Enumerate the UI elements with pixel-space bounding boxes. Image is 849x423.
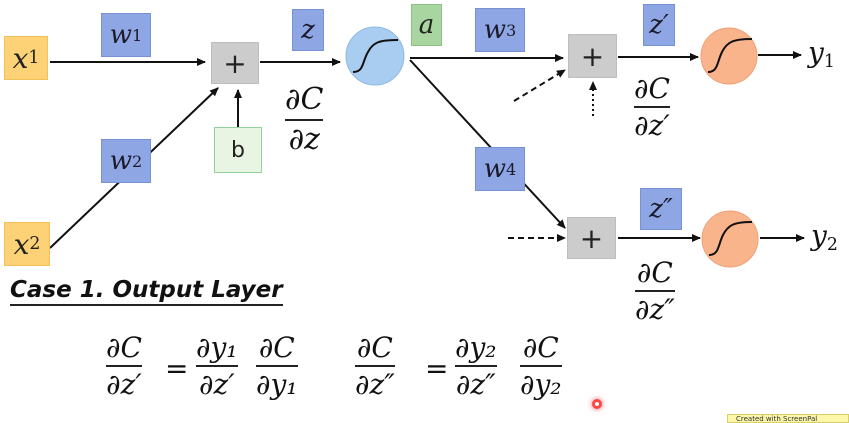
- fraction-bar: [635, 290, 675, 293]
- fraction-denominator: ∂z: [288, 121, 320, 157]
- output-y1: y1: [808, 36, 835, 72]
- fraction-bar: [455, 365, 497, 368]
- fraction-denominator: ∂z″: [635, 293, 675, 327]
- eq2-term2: ∂C ∂y₂: [520, 333, 562, 400]
- weight-w4-symbol: w: [483, 154, 506, 184]
- fraction-bar: [634, 106, 670, 109]
- fraction-denominator: ∂y₂: [520, 368, 562, 402]
- z-label-text: z: [301, 15, 315, 45]
- fraction-numerator: ∂C: [522, 331, 559, 364]
- plus-icon: +: [223, 46, 247, 80]
- fraction-bar: [520, 365, 562, 368]
- fraction-denominator: ∂y₁: [256, 368, 298, 402]
- cursor-pointer-icon: [592, 399, 602, 409]
- sum-node-output-2: +: [567, 217, 616, 259]
- fraction-numerator: ∂C: [636, 256, 673, 289]
- recorder-tooltip: Created with ScreenPal: [727, 414, 849, 423]
- sum-node-output-1: +: [568, 34, 617, 78]
- gradient-dC-dz: ∂C ∂z: [285, 82, 324, 157]
- sigmoid-icon: [707, 38, 753, 73]
- fraction-numerator: ∂y₁: [196, 331, 238, 364]
- hidden-neuron: [345, 26, 405, 86]
- fraction-numerator: ∂C: [106, 331, 142, 364]
- eq1-term2: ∂C ∂y₁: [256, 333, 298, 400]
- weight-w1-symbol: w: [109, 20, 132, 50]
- fraction-denominator: ∂z″: [455, 368, 496, 402]
- output-y2: y2: [811, 219, 838, 255]
- weight-w2-sub: 2: [132, 151, 143, 171]
- eq2-lhs: ∂C ∂z″: [355, 333, 395, 400]
- weight-w3-symbol: w: [483, 15, 506, 45]
- input-x2-symbol: x: [13, 227, 30, 261]
- fraction-numerator: ∂C: [634, 72, 670, 105]
- fraction-numerator: ∂C: [285, 82, 324, 117]
- z-label-hidden: z: [292, 9, 324, 51]
- input-x2-sub: 2: [29, 234, 41, 254]
- weight-w3-sub: 3: [506, 20, 517, 40]
- fraction-bar: [196, 365, 238, 368]
- edge-dashed-top: [513, 69, 566, 102]
- output-y2-symbol: y: [811, 219, 827, 252]
- activation-a: a: [411, 4, 442, 46]
- gradient-dC-dz-double-prime: ∂C ∂z″: [635, 258, 675, 325]
- bias-label: b: [231, 137, 245, 163]
- weight-w2-symbol: w: [109, 146, 132, 176]
- fraction-denominator: ∂z″: [355, 368, 395, 402]
- section-heading: Case 1. Output Layer: [10, 277, 283, 306]
- fraction-bar: [256, 365, 298, 368]
- fraction-denominator: ∂z′: [198, 368, 235, 402]
- plus-icon: +: [579, 221, 604, 255]
- input-x1-symbol: x: [12, 41, 29, 75]
- eq1-equals: =: [165, 352, 189, 385]
- output-y2-sub: 2: [826, 235, 838, 256]
- input-x1-sub: 1: [28, 48, 40, 68]
- fraction-bar: [106, 365, 142, 368]
- z-label-output-1: z′: [643, 4, 675, 46]
- fraction-denominator: ∂z′: [106, 368, 142, 402]
- sigmoid-icon: [352, 39, 399, 73]
- activation-a-text: a: [418, 10, 435, 40]
- fraction-bar: [285, 118, 324, 121]
- eq1-lhs: ∂C ∂z′: [106, 333, 142, 400]
- output-y1-symbol: y: [808, 36, 824, 69]
- fraction-bar: [355, 365, 395, 368]
- output-neuron-1: [700, 27, 758, 85]
- fraction-denominator: ∂z′: [634, 109, 670, 143]
- eq1-term1: ∂y₁ ∂z′: [196, 333, 238, 400]
- output-neuron-2: [701, 210, 759, 268]
- sigmoid-icon: [708, 221, 753, 256]
- z-double-prime-text: z″: [649, 194, 673, 224]
- output-y1-sub: 1: [823, 52, 835, 73]
- plus-icon: +: [580, 39, 605, 73]
- edge-a-sum-bottom: [409, 59, 566, 229]
- z-prime-text: z′: [649, 10, 669, 40]
- fraction-numerator: ∂y₂: [455, 331, 497, 364]
- weight-w1-sub: 1: [132, 25, 143, 45]
- z-label-output-2: z″: [640, 188, 682, 230]
- fraction-numerator: ∂C: [258, 331, 295, 364]
- bias-b: b: [214, 127, 262, 173]
- weight-w4-sub: 4: [506, 159, 517, 179]
- eq2-equals: =: [425, 352, 449, 385]
- fraction-numerator: ∂C: [356, 331, 393, 364]
- sum-node-hidden: +: [211, 42, 259, 84]
- eq2-term1: ∂y₂ ∂z″: [455, 333, 497, 400]
- gradient-dC-dz-prime: ∂C ∂z′: [634, 74, 670, 141]
